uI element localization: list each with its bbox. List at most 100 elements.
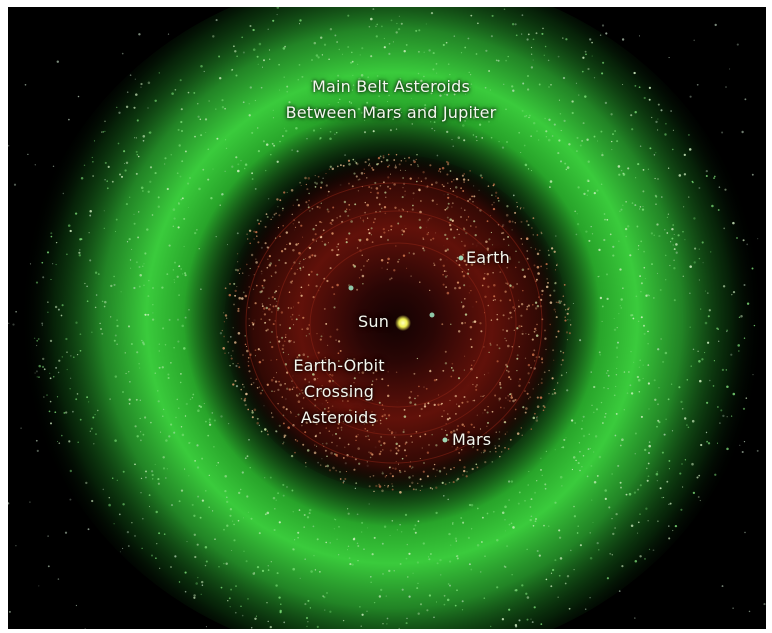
- asteroid-dot: [326, 592, 328, 594]
- asteroid-dot: [161, 286, 164, 289]
- asteroid-dot: [143, 263, 145, 265]
- asteroid-dot: [312, 296, 315, 299]
- asteroid-dot: [408, 396, 411, 399]
- asteroid-dot: [157, 390, 159, 392]
- asteroid-dot: [168, 435, 171, 438]
- asteroid-dot: [547, 249, 550, 252]
- asteroid-dot: [275, 584, 278, 587]
- asteroid-dot: [521, 109, 524, 112]
- asteroid-dot: [337, 422, 340, 425]
- asteroid-dot: [501, 232, 503, 235]
- asteroid-dot: [649, 147, 652, 150]
- asteroid-dot: [681, 463, 683, 465]
- asteroid-dot: [189, 442, 191, 444]
- asteroid-dot: [379, 155, 382, 158]
- asteroid-dot: [367, 228, 370, 231]
- asteroid-dot: [444, 483, 447, 486]
- asteroid-dot: [292, 204, 294, 206]
- asteroid-dot: [312, 228, 315, 231]
- asteroid-dot: [491, 14, 494, 17]
- asteroid-dot: [269, 304, 271, 306]
- asteroid-dot: [260, 318, 263, 320]
- asteroid-dot: [607, 374, 610, 377]
- asteroid-dot: [498, 431, 501, 433]
- asteroid-dot: [422, 238, 425, 240]
- asteroid-dot: [307, 177, 311, 180]
- asteroid-dot: [591, 499, 593, 501]
- asteroid-dot: [235, 156, 238, 159]
- asteroid-dot: [472, 446, 475, 448]
- asteroid-dot: [187, 206, 189, 208]
- asteroid-dot: [286, 85, 289, 88]
- asteroid-dot: [469, 113, 471, 115]
- asteroid-dot: [742, 407, 746, 410]
- asteroid-dot: [571, 100, 574, 103]
- asteroid-dot: [665, 418, 667, 421]
- asteroid-dot: [101, 332, 104, 335]
- asteroid-dot: [294, 539, 296, 541]
- asteroid-dot: [428, 217, 431, 220]
- asteroid-dot: [645, 294, 648, 297]
- asteroid-dot: [386, 617, 389, 620]
- asteroid-dot: [317, 351, 320, 354]
- asteroid-dot: [343, 387, 347, 390]
- asteroid-dot: [456, 428, 459, 431]
- asteroid-dot: [272, 109, 274, 111]
- asteroid-dot: [168, 318, 171, 321]
- asteroid-dot: [356, 513, 359, 516]
- asteroid-dot: [142, 265, 144, 267]
- asteroid-dot: [398, 209, 400, 211]
- asteroid-dot: [351, 51, 353, 54]
- asteroid-dot: [314, 233, 317, 236]
- asteroid-dot: [462, 178, 466, 181]
- asteroid-dot: [561, 485, 563, 487]
- asteroid-dot: [634, 110, 637, 114]
- asteroid-dot: [435, 601, 438, 603]
- asteroid-dot: [413, 528, 416, 531]
- asteroid-dot: [47, 565, 50, 568]
- asteroid-dot: [351, 60, 354, 63]
- asteroid-dot: [562, 295, 565, 297]
- asteroid-dot: [65, 411, 68, 414]
- asteroid-dot: [447, 202, 450, 205]
- asteroid-dot: [295, 126, 298, 130]
- asteroid-dot: [243, 167, 246, 170]
- asteroid-dot: [534, 520, 537, 523]
- asteroid-dot: [191, 503, 194, 506]
- asteroid-dot: [284, 129, 288, 133]
- asteroid-dot: [572, 456, 576, 459]
- asteroid-dot: [219, 332, 223, 335]
- asteroid-dot: [505, 59, 507, 62]
- asteroid-dot: [423, 51, 425, 53]
- asteroid-dot: [388, 569, 391, 573]
- asteroid-dot: [532, 525, 535, 527]
- asteroid-dot: [418, 218, 421, 222]
- asteroid-dot: [553, 359, 555, 361]
- asteroid-dot: [164, 344, 167, 346]
- asteroid-dot: [90, 427, 93, 430]
- asteroid-dot: [247, 598, 249, 600]
- asteroid-dot: [454, 394, 457, 398]
- asteroid-dot: [253, 230, 256, 233]
- asteroid-dot: [290, 282, 293, 284]
- asteroid-dot: [502, 231, 505, 234]
- asteroid-dot: [736, 43, 739, 46]
- asteroid-dot: [639, 513, 641, 515]
- asteroid-dot: [87, 528, 90, 531]
- asteroid-dot: [233, 282, 236, 285]
- asteroid-dot: [622, 287, 624, 289]
- asteroid-dot: [625, 235, 627, 238]
- asteroid-dot: [348, 163, 351, 166]
- asteroid-dot: [462, 124, 465, 127]
- asteroid-dot: [347, 443, 350, 446]
- asteroid-dot: [501, 618, 505, 621]
- asteroid-dot: [399, 215, 403, 218]
- asteroid-dot: [611, 554, 614, 556]
- asteroid-dot: [619, 444, 622, 447]
- asteroid-dot: [417, 50, 420, 53]
- asteroid-dot: [506, 370, 508, 372]
- asteroid-dot: [527, 484, 529, 486]
- asteroid-dot: [387, 185, 389, 188]
- asteroid-dot: [463, 227, 465, 230]
- asteroid-dot: [637, 521, 640, 524]
